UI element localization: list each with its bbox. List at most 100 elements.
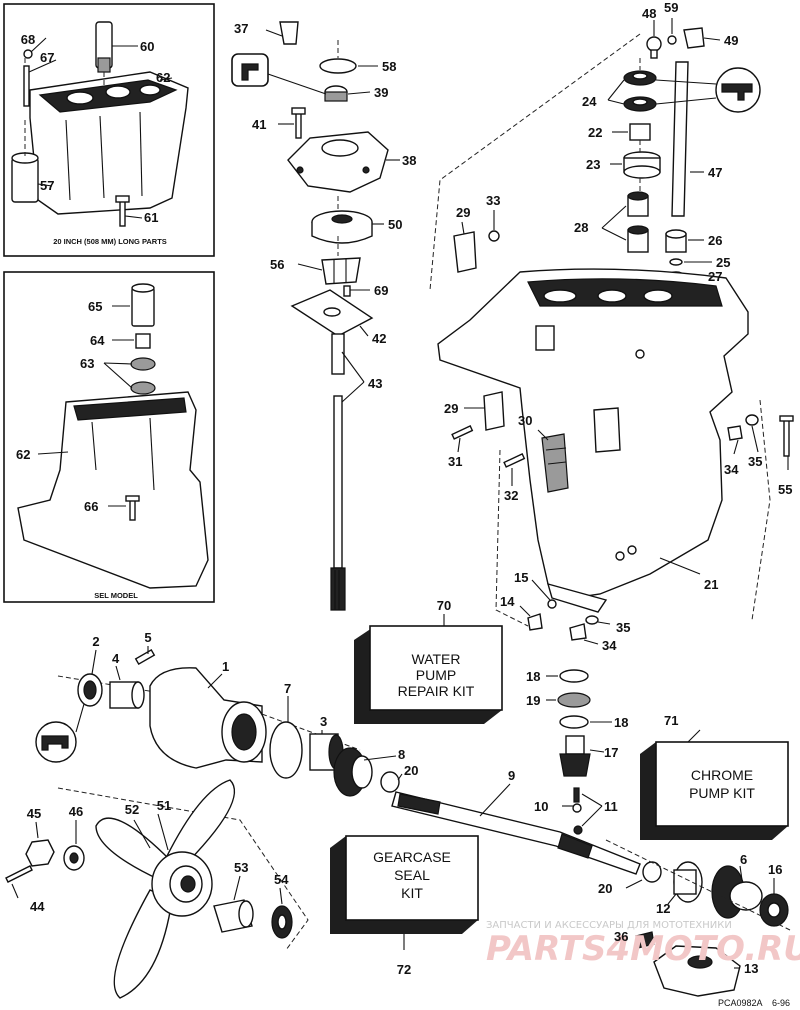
callout-26: 26 [708, 233, 722, 248]
callout-32: 32 [504, 488, 518, 503]
callout-47: 47 [708, 165, 722, 180]
callout-60: 60 [140, 39, 154, 54]
callout-12: 12 [656, 901, 670, 916]
callout-53: 53 [234, 860, 248, 875]
callout-27: 27 [708, 269, 722, 284]
callout-46: 46 [69, 804, 83, 819]
callout-62-sel: 62 [16, 447, 30, 462]
gearcase-kit-line3: KIT [401, 885, 423, 901]
callout-63: 63 [80, 356, 94, 371]
callout-9: 9 [508, 768, 515, 783]
callout-23: 23 [586, 157, 600, 172]
callout-33: 33 [486, 193, 500, 208]
water-pump-stack [231, 21, 400, 611]
callout-65: 65 [88, 299, 102, 314]
callout-66: 66 [84, 499, 98, 514]
callout-61: 61 [144, 210, 158, 225]
callout-8: 8 [398, 747, 405, 762]
gearcase-seal-kit: GEARCASE SEAL KIT [330, 835, 479, 950]
callout-39: 39 [374, 85, 388, 100]
shift-stack [601, 18, 761, 281]
callout-4: 4 [112, 651, 120, 666]
water-pump-kit-line3: REPAIR KIT [398, 683, 475, 699]
callout-2: 2 [92, 634, 99, 649]
callout-41: 41 [252, 117, 266, 132]
watermark-tagline: ЗАПЧАСТИ И АКСЕССУАРЫ ДЛЯ МОТОТЕХНИКИ [486, 920, 732, 931]
callout-20-right: 20 [598, 881, 612, 896]
callout-25: 25 [716, 255, 730, 270]
callout-18-top: 18 [526, 669, 540, 684]
callout-28: 28 [574, 220, 588, 235]
callout-67: 67 [40, 50, 54, 65]
callout-48: 48 [642, 6, 656, 21]
callout-10: 10 [534, 799, 548, 814]
callout-17: 17 [604, 745, 618, 760]
callout-36: 36 [614, 929, 628, 944]
callout-59: 59 [664, 0, 678, 15]
pinion-group [546, 669, 612, 835]
callout-70: 70 [437, 598, 451, 613]
inset-sel-model: SEL MODEL [3, 271, 215, 603]
callout-43: 43 [368, 376, 382, 391]
watermark: ЗАПЧАСТИ И АКСЕССУАРЫ ДЛЯ МОТОТЕХНИКИ PA… [486, 920, 800, 969]
callout-68: 68 [21, 32, 35, 47]
callout-29-side: 29 [444, 401, 458, 416]
callout-31: 31 [448, 454, 462, 469]
inset-sel-model-caption: SEL MODEL [94, 591, 138, 600]
callout-51: 51 [157, 798, 171, 813]
callout-34-right: 34 [724, 462, 739, 477]
callout-21: 21 [704, 577, 718, 592]
inset-long-parts: 20 INCH (508 MM) LONG PARTS [3, 3, 215, 257]
callout-64: 64 [90, 333, 105, 348]
chrome-pump-kit-line2: PUMP KIT [689, 785, 755, 801]
forward-gear-group [605, 839, 791, 997]
callout-35-right: 35 [748, 454, 762, 469]
callout-7: 7 [284, 681, 291, 696]
callout-20-left: 20 [404, 763, 418, 778]
callout-57: 57 [40, 178, 54, 193]
date-code: 6-96 [772, 998, 790, 1008]
callout-30: 30 [518, 413, 532, 428]
callout-45: 45 [27, 806, 41, 821]
callout-42: 42 [372, 331, 386, 346]
callout-69: 69 [374, 283, 388, 298]
callout-52: 52 [125, 802, 139, 817]
callout-3: 3 [320, 714, 327, 729]
callout-72: 72 [397, 962, 411, 977]
callout-24: 24 [582, 94, 597, 109]
callout-29-top: 29 [456, 205, 470, 220]
callout-34-lower: 34 [602, 638, 617, 653]
gearcase-housing [429, 33, 794, 645]
gearcase-kit-line2: SEAL [394, 867, 430, 883]
callout-labels: 68 67 60 62 57 61 65 64 63 62 66 37 58 3… [16, 0, 792, 977]
callout-14: 14 [500, 594, 515, 609]
callout-58: 58 [382, 59, 396, 74]
callout-19: 19 [526, 693, 540, 708]
callout-37: 37 [234, 21, 248, 36]
chrome-pump-kit-line1: CHROME [691, 767, 753, 783]
callout-50: 50 [388, 217, 402, 232]
callout-1: 1 [222, 659, 229, 674]
bearing-carrier-group [35, 646, 641, 951]
callout-38: 38 [402, 153, 416, 168]
propeller-group [5, 779, 293, 999]
drawing-reference: PCA0982A [718, 998, 763, 1008]
chrome-pump-kit: CHROME PUMP KIT [640, 729, 789, 840]
callout-56: 56 [270, 257, 284, 272]
callout-18-lower: 18 [614, 715, 628, 730]
callout-13: 13 [744, 961, 758, 976]
callout-62: 62 [156, 70, 170, 85]
callout-5: 5 [144, 630, 151, 645]
water-pump-kit-line2: PUMP [416, 667, 456, 683]
callout-6: 6 [740, 852, 747, 867]
gearcase-kit-line1: GEARCASE [373, 849, 451, 865]
callout-16: 16 [768, 862, 782, 877]
watermark-site: PARTS4MOTO.RU [486, 929, 800, 969]
water-pump-kit-line1: WATER [412, 651, 461, 667]
callout-15: 15 [514, 570, 528, 585]
callout-11: 11 [604, 799, 618, 814]
callout-49: 49 [724, 33, 738, 48]
callout-54: 54 [274, 872, 289, 887]
callout-22: 22 [588, 125, 602, 140]
